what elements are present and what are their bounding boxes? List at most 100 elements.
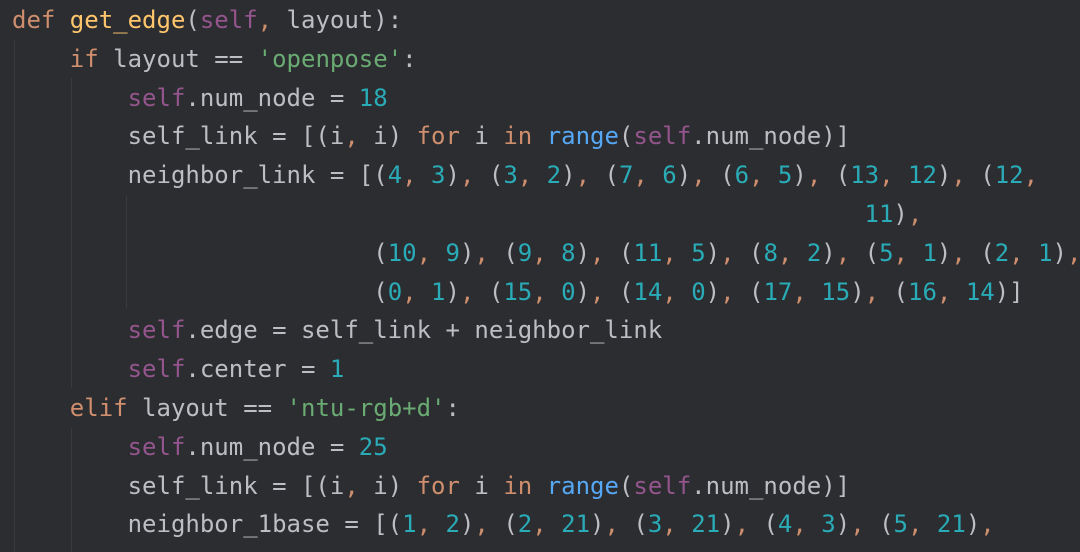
code-line-13[interactable]: self_link = [(i, i) for i in range(self.…	[12, 468, 851, 504]
code-line-3[interactable]: self.num_node = 18	[12, 80, 388, 116]
code-token: 2	[546, 161, 562, 190]
code-token: for	[416, 122, 475, 151]
code-token: .num_node =	[185, 83, 359, 112]
code-line-9[interactable]: self.edge = self_link + neighbor_link	[12, 312, 663, 348]
code-token: for	[416, 471, 475, 500]
code-token: 2	[806, 238, 822, 267]
code-token: )	[575, 238, 591, 267]
code-token: )	[561, 161, 576, 190]
indent-guide-3	[71, 428, 72, 552]
code-token: 21	[691, 510, 721, 539]
code-token: ,	[662, 277, 692, 306]
code-line-1[interactable]: def get_edge(self, layout):	[12, 2, 402, 38]
code-token: 1	[431, 277, 446, 306]
code-line-8[interactable]: (0, 1), (15, 0), (14, 0), (17, 15), (16,…	[12, 274, 1023, 310]
code-token: .num_node)]	[691, 471, 851, 500]
code-token: 1	[1038, 238, 1053, 267]
code-token: self	[633, 122, 692, 151]
code-token: )	[445, 277, 460, 306]
code-token: 17	[763, 277, 793, 306]
code-token: ,	[575, 161, 605, 190]
code-line-2[interactable]: if layout == 'openpose':	[12, 41, 417, 77]
code-token: 10	[387, 238, 417, 267]
code-token: ,	[792, 277, 822, 306]
code-token: elif	[69, 394, 143, 422]
code-token: )	[705, 238, 721, 267]
code-token: .num_node)]	[691, 122, 851, 151]
code-token: 3	[821, 510, 836, 539]
code-token	[12, 45, 70, 73]
code-token	[12, 161, 128, 189]
code-token: self	[127, 432, 186, 461]
code-token: i)	[373, 122, 417, 151]
code-token: 11	[633, 238, 663, 267]
code-token: )	[590, 510, 605, 539]
code-token: (	[618, 277, 634, 306]
code-line-10[interactable]: self.center = 1	[12, 351, 345, 387]
code-token: 6	[662, 161, 677, 190]
code-token: .num_node =	[185, 432, 359, 461]
code-token: ,	[344, 471, 374, 500]
code-token: )	[792, 161, 807, 190]
code-token: ,	[951, 161, 981, 190]
code-token: 15	[821, 277, 851, 306]
code-token: (	[604, 161, 619, 190]
code-token: layout ==	[142, 394, 287, 422]
code-token: (	[373, 238, 388, 267]
code-token: self	[127, 83, 186, 112]
code-token: ,	[633, 161, 663, 190]
code-token: 5	[893, 510, 908, 539]
code-token: if	[69, 44, 114, 73]
code-token: )	[459, 510, 475, 539]
code-token: in	[503, 122, 547, 151]
code-line-6[interactable]: 11),	[12, 196, 923, 232]
code-token: ,	[532, 277, 562, 306]
code-line-5[interactable]: neighbor_link = [(4, 3), (3, 2), (7, 6),…	[12, 157, 1038, 193]
code-token: (	[864, 238, 880, 267]
code-token: ,	[850, 510, 880, 539]
code-line-12[interactable]: self.num_node = 25	[12, 429, 388, 465]
code-token: 3	[503, 161, 518, 190]
code-token: self	[199, 6, 258, 34]
code-token	[12, 84, 128, 112]
code-token: )	[821, 238, 836, 267]
code-token: 'ntu-rgb+d'	[286, 394, 446, 422]
code-line-11[interactable]: elif layout == 'ntu-rgb+d':	[12, 390, 460, 426]
code-token: (	[879, 510, 894, 539]
code-token: 21	[561, 510, 591, 539]
code-token: layout ==	[113, 44, 258, 73]
code-token: )	[850, 277, 865, 306]
code-token: )	[676, 161, 692, 190]
code-token: (	[980, 238, 995, 267]
code-token: (	[373, 277, 388, 306]
code-token: layout):	[286, 6, 403, 34]
code-token: )	[965, 510, 981, 539]
code-token: 0	[691, 277, 706, 306]
code-token: neighbor_1base = [(	[127, 510, 403, 539]
code-token: ,	[459, 277, 489, 306]
code-token: .edge = self_link + neighbor_link	[185, 316, 663, 345]
code-token: 9	[517, 238, 533, 267]
code-line-7[interactable]: (10, 9), (9, 8), (11, 5), (8, 2), (5, 1)…	[12, 235, 1080, 271]
code-line-14[interactable]: neighbor_1base = [(1, 2), (2, 21), (3, 2…	[12, 506, 995, 542]
code-token: )	[720, 510, 735, 539]
code-token: )	[893, 200, 908, 228]
code-token: ,	[532, 238, 562, 267]
code-token	[12, 200, 865, 228]
code-token: ,	[532, 510, 562, 539]
code-token: self	[127, 355, 186, 384]
code-token	[12, 433, 128, 461]
code-token: (	[749, 238, 764, 267]
code-token	[12, 394, 70, 422]
code-token: 14	[633, 277, 663, 306]
code-token: (	[893, 277, 908, 306]
code-token: 8	[763, 238, 778, 267]
code-line-4[interactable]: self_link = [(i, i) for i in range(self.…	[12, 118, 851, 154]
code-token: ,	[662, 238, 692, 267]
code-token	[12, 122, 128, 150]
code-token: (	[749, 277, 764, 306]
code-token: 3	[431, 161, 446, 190]
code-token: ,	[1009, 238, 1039, 267]
code-token: ,	[893, 238, 923, 267]
